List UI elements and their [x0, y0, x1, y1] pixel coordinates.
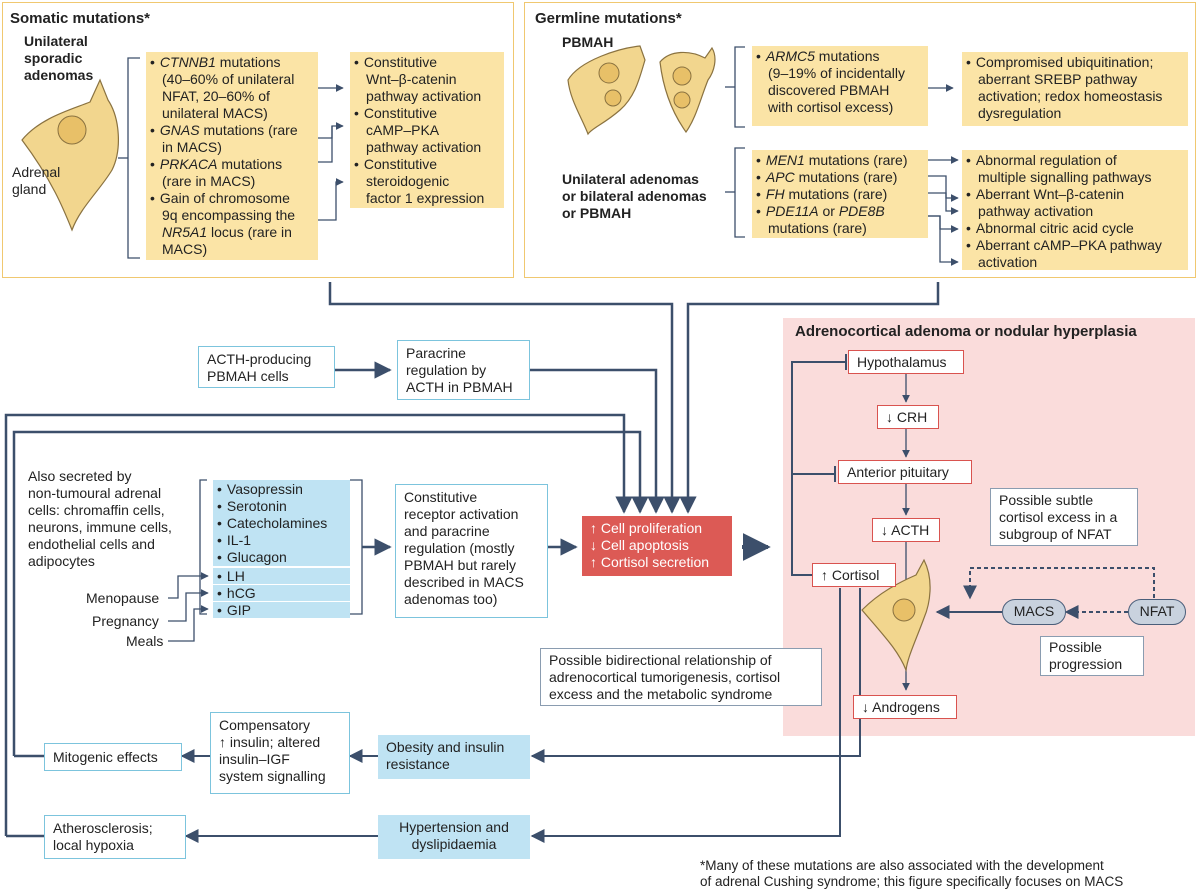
germline-panel-title: Germline mutations* [535, 10, 682, 27]
gnas-mutation-item: GNAS mutations (rare [150, 122, 314, 139]
armc5-effect-box: Compromised ubiquitination; aberrant SRE… [962, 52, 1188, 126]
paracrine-regulation-box: Paracrine regulation by ACTH in PBMAH [397, 340, 530, 400]
adrenal-gland-label: Adrenal gland [12, 164, 61, 197]
subtle-cortisol-callout: Possible subtle cortisol excess in a sub… [990, 488, 1138, 546]
germline-mutation-list: MEN1 mutations (rare) APC mutations (rar… [752, 150, 928, 238]
ctnnb1-mutation-item: CTNNB1 mutations [150, 54, 314, 71]
adrenocortical-title: Adrenocortical adenoma or nodular hyperp… [795, 323, 1137, 340]
atherosclerosis-box: Atherosclerosis; local hypoxia [44, 815, 186, 859]
prkaca-mutation-item: PRKACA mutations [150, 156, 314, 173]
somatic-mutation-list: CTNNB1 mutations (40–60% of unilateral N… [146, 52, 318, 260]
nfat-node: NFAT [1128, 599, 1186, 625]
mitogenic-effects-box: Mitogenic effects [44, 743, 182, 771]
somatic-effects-list: Constitutive Wnt–β-catenin pathway activ… [350, 52, 504, 208]
acth-producing-cells-box: ACTH-producing PBMAH cells [198, 346, 335, 388]
compensatory-insulin-box: Compensatory ↑ insulin; altered insulin–… [210, 712, 350, 794]
pbmah-label: PBMAH [562, 34, 614, 50]
constitutive-receptor-box: Constitutive receptor activation and par… [395, 484, 548, 618]
trigger-meals: Meals [126, 633, 164, 649]
acth-box: ↓ ACTH [872, 518, 940, 542]
trigger-pregnancy: Pregnancy [92, 613, 159, 629]
hypertension-box: Hypertension and dyslipidaemia [378, 815, 530, 859]
chromosome-9q-gain-item: Gain of chromosome [150, 190, 314, 207]
bidirectional-relationship-callout: Possible bidirectional relationship of a… [540, 648, 822, 706]
hypothalamus-box: Hypothalamus [848, 350, 964, 374]
germline-effects-list: Abnormal regulation of multiple signalli… [962, 150, 1188, 270]
macs-node: MACS [1002, 599, 1066, 625]
possible-progression-callout: Possible progression [1040, 636, 1144, 676]
obesity-insulin-box: Obesity and insulin resistance [378, 735, 530, 779]
somatic-panel-title: Somatic mutations* [10, 10, 151, 27]
androgens-box: ↓ Androgens [853, 695, 957, 719]
secreted-factors-list: Vasopressin Serotonin Catecholamines IL-… [213, 480, 350, 566]
somatic-mutations-panel [2, 2, 514, 278]
adrenal-gland-tumour-illustration [861, 558, 931, 673]
factor-lh: LH [213, 568, 350, 584]
anterior-pituitary-box: Anterior pituitary [838, 460, 972, 484]
adrenal-gland-pbmah-illustration-1 [567, 45, 646, 136]
secreted-by-note: Also secreted by non-tumoural adrenal ce… [28, 468, 172, 569]
cortisol-box: ↑ Cortisol [812, 563, 896, 587]
adrenal-gland-pbmah-illustration-2 [659, 46, 716, 134]
crh-box: ↓ CRH [877, 405, 939, 429]
factor-gip: GIP [213, 602, 350, 618]
factor-hcg: hCG [213, 585, 350, 601]
armc5-mutation-box: ARMC5 mutations (9–19% of incidentally d… [752, 46, 928, 126]
trigger-menopause: Menopause [86, 590, 160, 606]
somatic-subtitle: Unilateral sporadic adenomas [24, 33, 94, 83]
germline-subtitle-2: Unilateral adenomas or bilateral adenoma… [562, 171, 707, 221]
germline-mutations-panel [524, 2, 1196, 278]
outcome-box: ↑ Cell proliferation ↓ Cell apoptosis ↑ … [582, 516, 732, 576]
adrenal-gland-somatic-illustration [21, 78, 119, 232]
footnote: *Many of these mutations are also associ… [700, 858, 1124, 889]
